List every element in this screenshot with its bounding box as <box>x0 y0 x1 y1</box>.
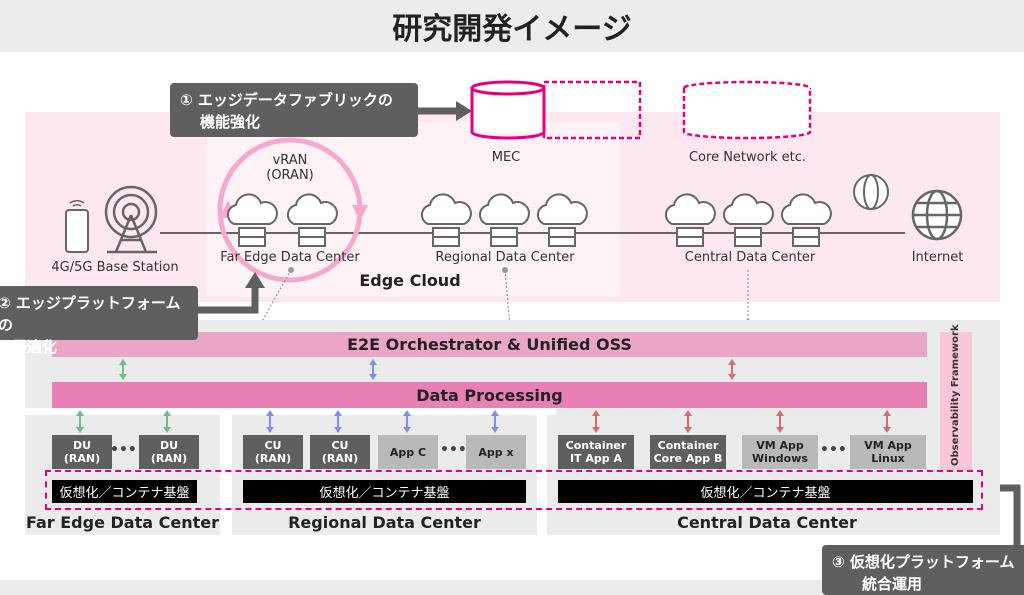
callout-text: ② エッジプラットフォームの <box>0 294 181 334</box>
ellipsis: ••• <box>440 442 467 458</box>
internet-label: Internet <box>911 250 964 265</box>
central-cloud-icon <box>780 193 832 247</box>
callout-virtualization-platform: ③ 仮想化プラットフォーム 統合運用 <box>822 545 1024 595</box>
module-regional: App C <box>378 435 438 469</box>
vran-label: vRAN <box>272 153 308 168</box>
internet-globe-icon <box>911 189 963 241</box>
module-central: Container IT App A <box>558 435 634 469</box>
callout-text: 最適化 <box>12 338 58 356</box>
module-central: VM App Linux <box>850 435 926 469</box>
far-edge-cloud-icon <box>226 193 278 247</box>
regional-label: Regional Data Center <box>435 250 575 265</box>
module-regional: CU (RAN) <box>310 435 370 469</box>
mec-cylinder-icon <box>470 80 642 140</box>
module-regional: CU (RAN) <box>243 435 303 469</box>
core-network-label: Core Network etc. <box>688 150 806 165</box>
regional-platform: 仮想化／コンテナ基盤 <box>243 480 526 503</box>
oran-label: (ORAN) <box>266 168 314 183</box>
far-edge-dc-name: Far Edge Data Center <box>26 513 219 532</box>
regional-cloud-icon <box>420 193 472 247</box>
module-central: Container Core App B <box>650 435 726 469</box>
edge-cloud-label: Edge Cloud <box>359 271 461 290</box>
globe-icon <box>853 174 889 210</box>
central-dc-name: Central Data Center <box>677 513 857 532</box>
page-title: 研究開発イメージ <box>0 0 1024 52</box>
bottom-band <box>0 580 822 595</box>
base-station-label: 4G/5G Base Station <box>51 260 179 275</box>
observability-label: Observability Framework <box>950 324 961 466</box>
central-label: Central Data Center <box>684 250 816 265</box>
ellipsis: ••• <box>110 442 137 458</box>
central-platform: 仮想化／コンテナ基盤 <box>558 480 973 503</box>
base-station-icon <box>104 185 158 254</box>
callout-text: 統合運用 <box>862 575 923 593</box>
callout-text: 機能強化 <box>200 113 261 131</box>
callout-edge-data-fabric: ① エッジデータファブリックの 機能強化 <box>170 83 418 137</box>
data-processing-bar: Data Processing <box>52 382 927 408</box>
far-edge-label: Far Edge Data Center <box>220 250 360 265</box>
mec-label: MEC <box>491 150 521 165</box>
observability-box: Observability Framework <box>940 324 972 470</box>
module-central: VM App Windows <box>742 435 818 469</box>
ellipsis: ••• <box>820 442 847 458</box>
module-regional: App x <box>466 435 526 469</box>
callout-text: ① エッジデータファブリックの <box>180 91 393 109</box>
callout-text: ③ 仮想化プラットフォーム <box>832 553 1015 571</box>
regional-cloud-icon <box>478 193 530 247</box>
far-edge-cloud-icon <box>286 193 338 247</box>
core-cylinder-icon <box>682 80 812 140</box>
module-far-edge: DU (RAN) <box>52 435 112 469</box>
regional-dc-name: Regional Data Center <box>288 513 481 532</box>
regional-cloud-icon <box>536 193 588 247</box>
orchestrator-bar: E2E Orchestrator & Unified OSS <box>52 332 927 357</box>
callout-edge-platform: ② エッジプラットフォームの 最適化 <box>0 286 198 356</box>
central-cloud-icon <box>664 193 716 247</box>
smartphone-icon <box>65 199 89 253</box>
central-cloud-icon <box>722 193 774 247</box>
far-edge-platform: 仮想化／コンテナ基盤 <box>52 480 197 503</box>
module-far-edge: DU (RAN) <box>139 435 199 469</box>
platform-highlight <box>45 470 983 510</box>
